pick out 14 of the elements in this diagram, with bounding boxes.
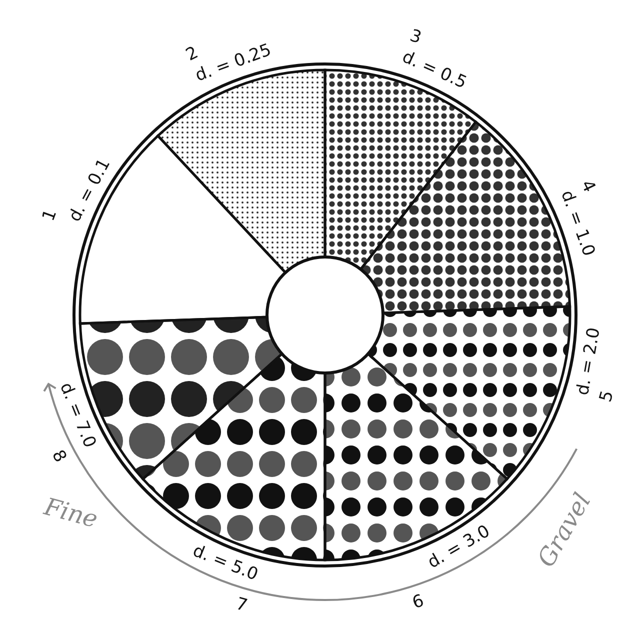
grain-diameter-label: d. = 0.5 — [400, 48, 469, 92]
sector-number: 7 — [234, 596, 250, 615]
grain-diameter-label: d. = 0.1 — [66, 156, 114, 224]
sector-number: 8 — [48, 448, 68, 466]
sector-number: 4 — [577, 178, 598, 196]
sector-number: 2 — [184, 44, 202, 65]
sector-number: 3 — [407, 28, 423, 48]
grain-diameter-label: d. = 5.0 — [190, 542, 260, 584]
sector-number: 1 — [40, 207, 60, 224]
sector-number: 5 — [598, 388, 618, 404]
sector-number: 6 — [410, 592, 426, 612]
grain-diameter-label: d. = 7.0 — [56, 380, 98, 450]
grain-diameter-label: d. = 3.0 — [425, 522, 493, 572]
handwritten-note: Fine — [42, 494, 100, 532]
